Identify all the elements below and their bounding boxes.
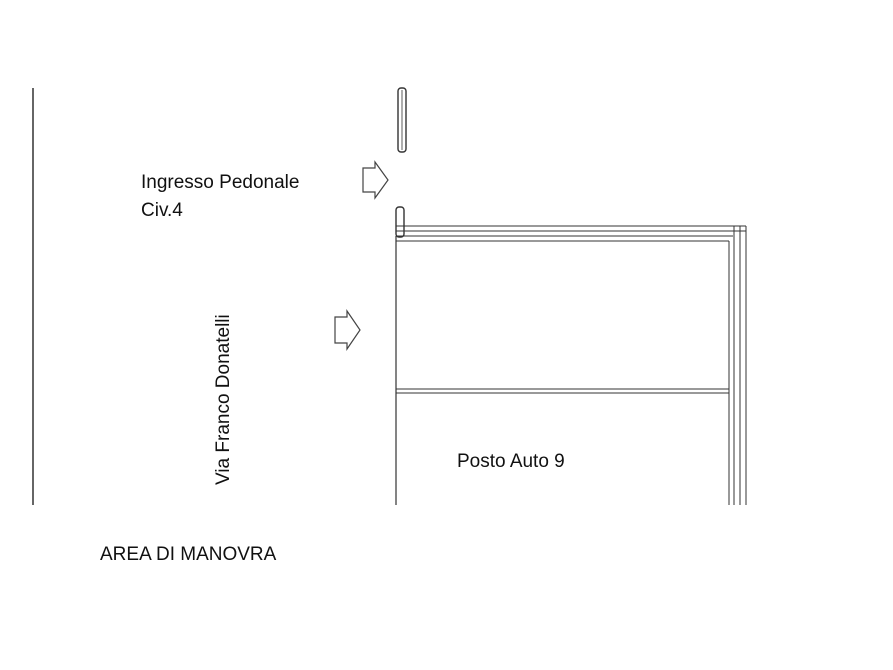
entrance-label-line1: Ingresso Pedonale bbox=[141, 172, 299, 193]
parking-divider bbox=[396, 388, 729, 394]
arrow-right-icon bbox=[334, 309, 361, 351]
parking-space-label: Posto Auto 9 bbox=[457, 451, 565, 472]
gate-post-upper bbox=[397, 87, 407, 153]
gate-post-lower bbox=[395, 206, 405, 238]
street-name-label: Via Franco Donatelli bbox=[213, 314, 234, 485]
entrance-label-line2: Civ.4 bbox=[141, 200, 183, 221]
arrow-right-icon bbox=[362, 160, 389, 200]
building-top-wall bbox=[396, 225, 746, 242]
building-right-wall bbox=[728, 226, 747, 505]
maneuver-area-label: AREA DI MANOVRA bbox=[100, 544, 277, 565]
